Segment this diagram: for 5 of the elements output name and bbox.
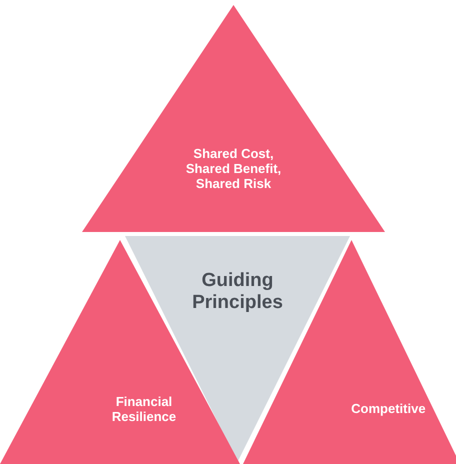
triangle-label: Competitive xyxy=(350,402,427,417)
triangle-label: Guiding Principles xyxy=(191,270,284,314)
triangle-panel xyxy=(82,5,385,232)
triangle-label: Shared Cost, Shared Benefit, Shared Risk xyxy=(184,147,282,192)
triangle-label: Financial Resilience xyxy=(110,395,178,425)
